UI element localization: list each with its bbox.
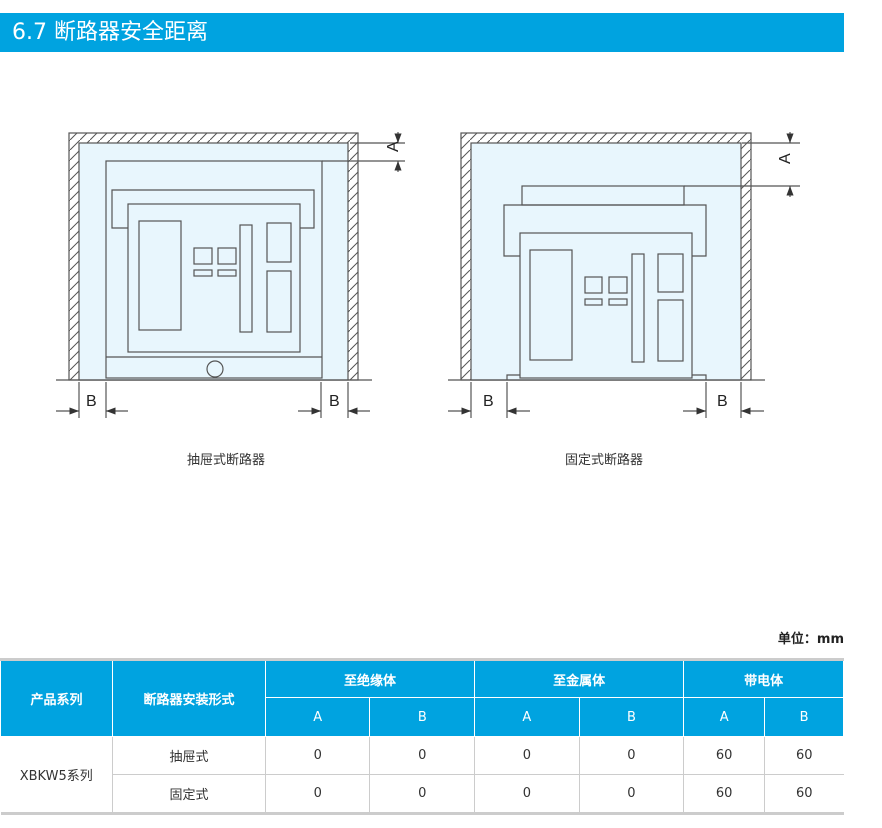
value-cell: 60 [683,774,766,814]
header-group: 至金属体 [474,659,685,698]
dim-b-label: B [483,393,494,410]
fixed-breaker-diagram [448,132,800,418]
header-group: 至绝缘体 [264,659,476,698]
dim-b-label: B [717,393,728,410]
diagrams: A B B A B B [56,132,800,418]
unit-label: 单位：mm [777,632,844,647]
section-title: 6.7 断路器安全距离 [0,13,844,52]
header-sub: B [369,697,476,737]
dim-a-label: A [777,153,794,164]
value-cell: 0 [264,736,371,775]
value-cell: 0 [474,774,580,814]
value-cell: 60 [764,736,844,775]
value-cell: 0 [578,736,685,775]
type-cell: 抽屉式 [112,736,266,775]
header-sub: B [764,697,844,737]
caption-drawout: 抽屉式断路器 [187,453,266,468]
value-cell: 0 [578,774,685,814]
header-sub: A [474,697,580,737]
header-type: 断路器安装形式 [112,659,266,737]
drawout-breaker-diagram [56,132,405,418]
value-cell: 60 [764,774,844,814]
type-cell: 固定式 [112,774,266,814]
value-cell: 60 [683,736,766,775]
dim-b-label: B [86,393,97,410]
value-cell: 0 [264,774,371,814]
header-sub: A [264,697,371,737]
series-cell: XBKW5系列 [0,736,113,814]
header-series: 产品系列 [0,659,113,737]
header-sub: B [578,697,685,737]
header-sub: A [683,697,766,737]
caption-fixed: 固定式断路器 [565,453,644,468]
value-cell: 0 [369,736,476,775]
header-group: 带电体 [683,659,844,698]
value-cell: 0 [474,736,580,775]
value-cell: 0 [369,774,476,814]
dim-b-label: B [329,393,340,410]
dim-a-label: A [385,141,402,152]
